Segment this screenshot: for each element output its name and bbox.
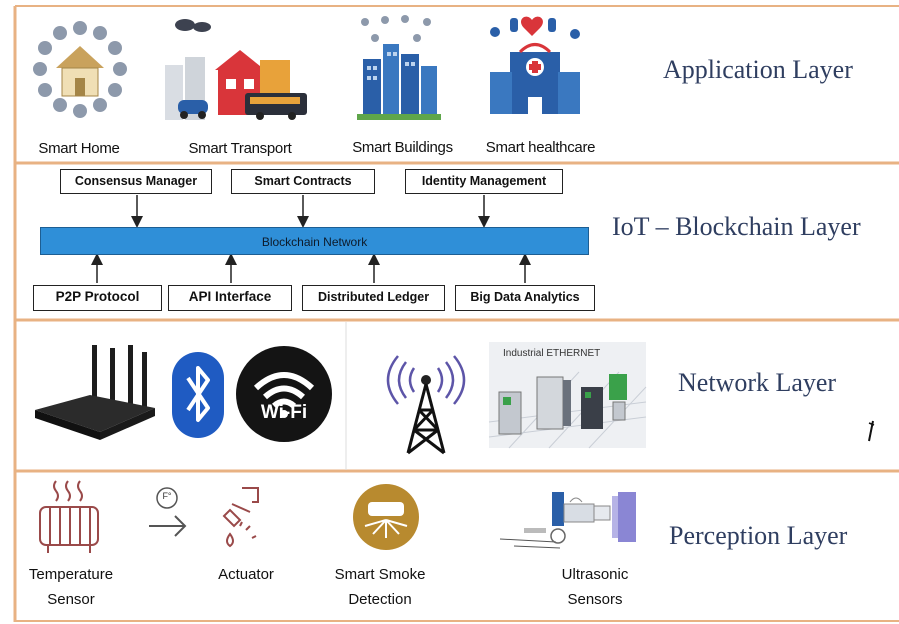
network-layer-title: Network Layer (678, 368, 837, 397)
ultrasonic-sensor-icon (499, 492, 636, 549)
industrial-ethernet-panel: Industrial ETHERNET (488, 342, 647, 449)
actuator-icon (222, 487, 259, 548)
temperature-sensor-icon (39, 480, 99, 553)
fahrenheit-arrow-icon (149, 487, 187, 537)
cursor-mark (868, 420, 875, 442)
network-divider (345, 322, 347, 470)
distributed-ledger-box: Distributed Ledger (302, 285, 445, 311)
blockchain-layer-title: IoT – Blockchain Layer (612, 212, 861, 241)
smart-contracts-box: Smart Contracts (231, 169, 375, 194)
blockchain-arrows (91, 195, 531, 283)
bluetooth-icon (172, 352, 224, 438)
smoke-detector-icon (353, 484, 419, 550)
smart-transport-label: Smart Transport (188, 140, 292, 157)
smart-healthcare-icon (490, 16, 580, 114)
actuator-label: Actuator (218, 566, 274, 583)
smart-buildings-icon (357, 15, 441, 120)
p2p-protocol-box: P2P Protocol (33, 285, 162, 311)
smart-home-icon (33, 21, 127, 118)
antenna-tower-icon (386, 355, 466, 455)
perception-layer-title: Perception Layer (669, 521, 848, 550)
identity-management-box: Identity Management (405, 169, 563, 194)
smart-buildings-label: Smart Buildings (352, 139, 453, 156)
router-icon (35, 345, 155, 440)
ultrasonic-sensors-label-2: Sensors (567, 591, 623, 608)
fahrenheit-label: F° (162, 491, 172, 501)
ultrasonic-sensors-label-1: Ultrasonic (561, 566, 629, 583)
industrial-devices-icon (488, 371, 647, 449)
smart-home-label: Smart Home (38, 140, 120, 157)
wifi-label: Wi-Fi (260, 402, 308, 423)
big-data-analytics-box: Big Data Analytics (455, 285, 595, 311)
smoke-detection-label-2: Detection (348, 591, 412, 608)
api-interface-box: API Interface (168, 285, 292, 311)
temperature-sensor-label-1: Temperature (28, 566, 114, 583)
temperature-sensor-label-2: Sensor (47, 591, 95, 608)
blockchain-network-bar: Blockchain Network (40, 227, 589, 255)
wifi-icon (236, 346, 332, 442)
smart-transport-icon (165, 19, 307, 120)
industrial-ethernet-label: Industrial ETHERNET (503, 348, 601, 359)
application-layer-title: Application Layer (663, 55, 853, 84)
consensus-manager-box: Consensus Manager (60, 169, 212, 194)
smart-healthcare-label: Smart healthcare (485, 139, 596, 156)
smoke-detection-label-1: Smart Smoke (334, 566, 426, 583)
